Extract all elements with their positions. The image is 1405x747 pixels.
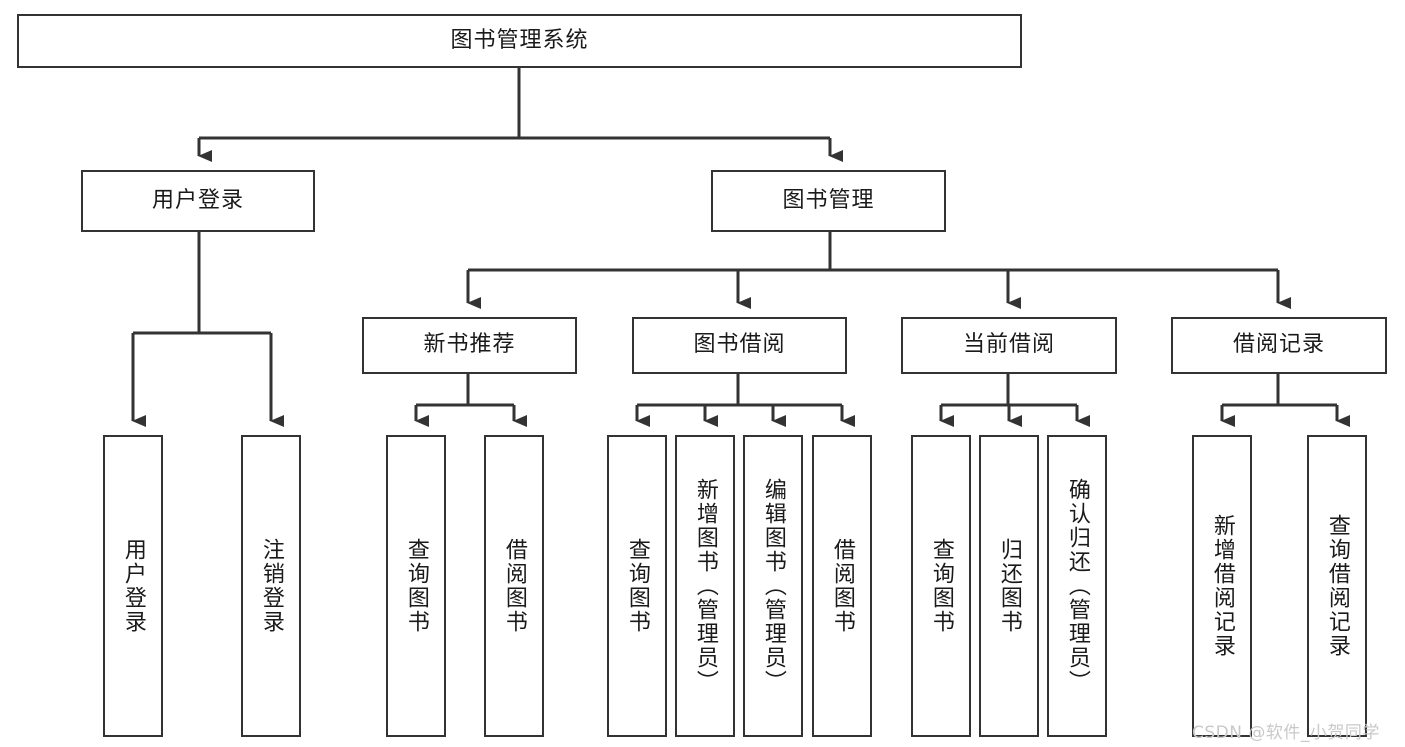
node-book-borrow-label: 图书借阅: [693, 332, 786, 358]
node-current-borrow-label: 当前借阅: [962, 332, 1055, 358]
node-current-borrow[interactable]: 当前借阅: [901, 317, 1117, 374]
node-root[interactable]: 图书管理系统: [17, 14, 1022, 68]
node-leaf-query-book-cur[interactable]: 查询图书: [911, 435, 971, 737]
node-borrow-record[interactable]: 借阅记录: [1171, 317, 1387, 374]
node-leaf-return-book-label: 归还图书: [996, 538, 1022, 634]
node-borrow-record-label: 借阅记录: [1232, 332, 1325, 358]
node-leaf-confirm-return-label: 确认归还（管理员）: [1064, 478, 1090, 694]
node-leaf-add-book-label: 新增图书（管理员）: [692, 478, 718, 694]
node-leaf-query-record[interactable]: 查询借阅记录: [1307, 435, 1367, 737]
node-leaf-borrow-book-rec-label: 借阅图书: [501, 538, 527, 634]
node-leaf-add-book[interactable]: 新增图书（管理员）: [675, 435, 735, 737]
node-leaf-logout-label: 注销登录: [258, 538, 284, 634]
node-leaf-logout[interactable]: 注销登录: [241, 435, 301, 737]
node-leaf-query-book-borrow-label: 查询图书: [624, 538, 650, 634]
node-leaf-add-record[interactable]: 新增借阅记录: [1192, 435, 1252, 737]
node-leaf-query-book-cur-label: 查询图书: [928, 538, 954, 634]
csdn-watermark: CSDN @软件_小贺同学: [1192, 723, 1380, 743]
node-leaf-borrow-book-rec[interactable]: 借阅图书: [484, 435, 544, 737]
node-book-manage[interactable]: 图书管理: [711, 170, 946, 232]
node-book-borrow[interactable]: 图书借阅: [632, 317, 847, 374]
node-user-login[interactable]: 用户登录: [81, 170, 315, 232]
node-leaf-query-book-rec[interactable]: 查询图书: [386, 435, 446, 737]
node-root-label: 图书管理系统: [450, 27, 589, 53]
node-leaf-return-book[interactable]: 归还图书: [979, 435, 1039, 737]
node-new-book-rec[interactable]: 新书推荐: [362, 317, 577, 374]
node-user-login-label: 用户登录: [151, 187, 244, 213]
node-leaf-borrow-book[interactable]: 借阅图书: [812, 435, 872, 737]
node-new-book-rec-label: 新书推荐: [423, 332, 516, 358]
node-leaf-query-record-label: 查询借阅记录: [1324, 514, 1350, 658]
node-book-manage-label: 图书管理: [782, 187, 875, 213]
node-leaf-edit-book-label: 编辑图书（管理员）: [760, 478, 786, 694]
node-leaf-confirm-return[interactable]: 确认归还（管理员）: [1047, 435, 1107, 737]
node-leaf-edit-book[interactable]: 编辑图书（管理员）: [743, 435, 803, 737]
node-leaf-user-login-label: 用户登录: [120, 538, 146, 634]
node-leaf-user-login[interactable]: 用户登录: [103, 435, 163, 737]
node-leaf-borrow-book-label: 借阅图书: [829, 538, 855, 634]
node-leaf-query-book-borrow[interactable]: 查询图书: [607, 435, 667, 737]
node-leaf-query-book-rec-label: 查询图书: [403, 538, 429, 634]
node-leaf-add-record-label: 新增借阅记录: [1209, 514, 1235, 658]
